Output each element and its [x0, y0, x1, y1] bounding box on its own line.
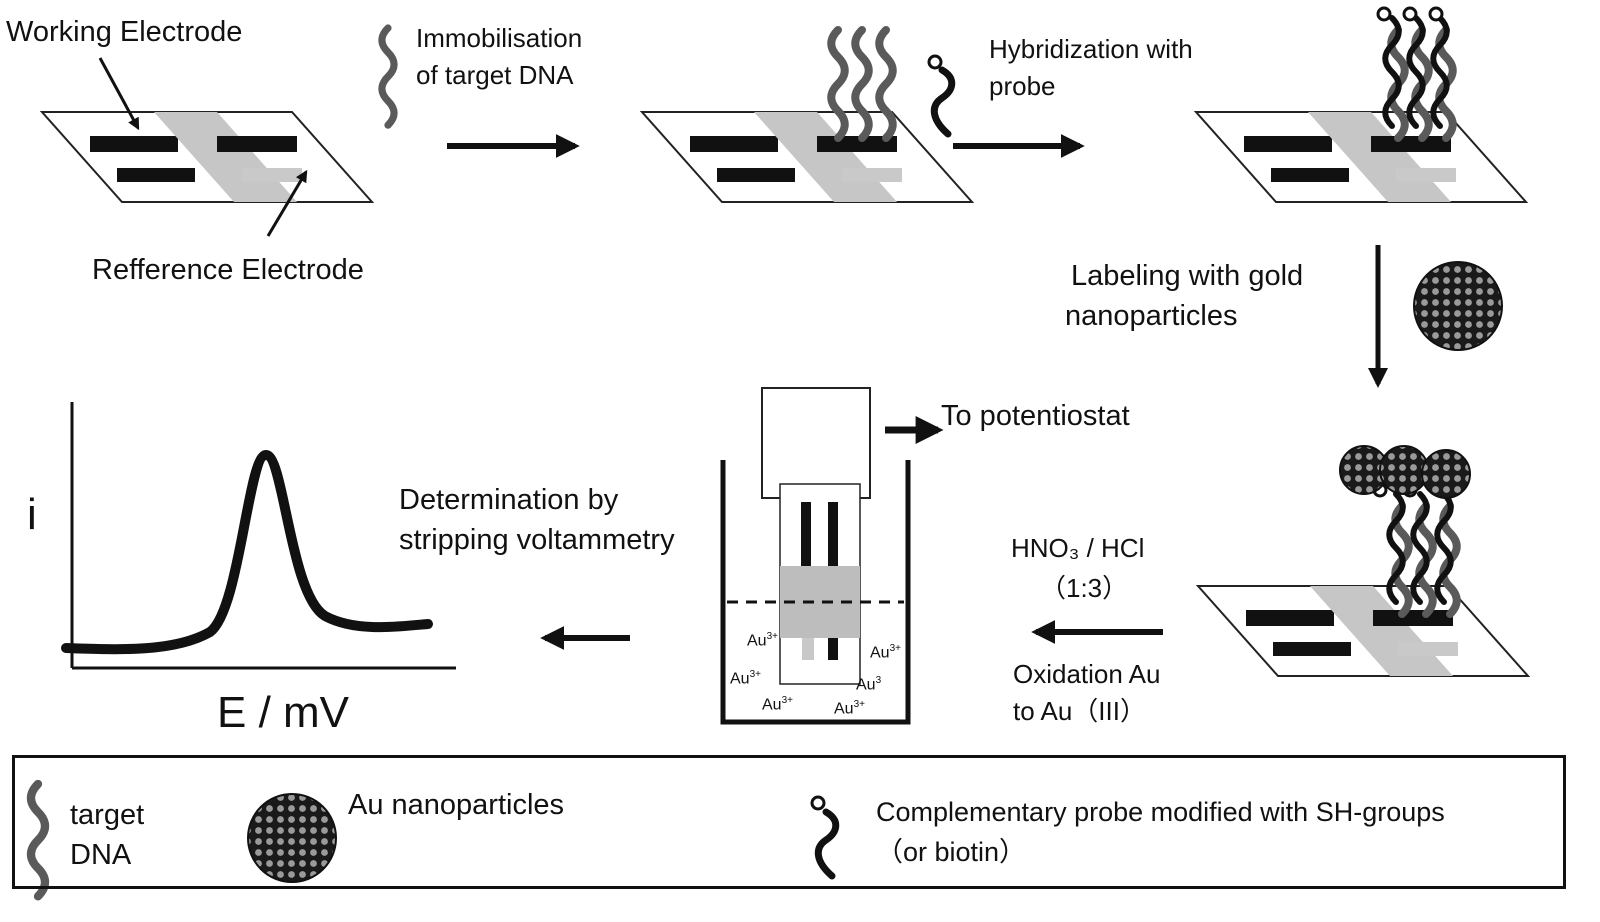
electrode-chip-bare [41, 111, 373, 203]
plot-x-label: E / mV [217, 688, 350, 737]
au-ion-label: Au3+ [870, 643, 901, 662]
electrochemical-cell [720, 387, 911, 725]
reference-electrode-label: Refference Electrode [92, 254, 364, 286]
legend-au-nanoparticles-label: Au nanoparticles [348, 789, 565, 821]
legend-probe-label-line2: （or biotin） [876, 837, 1027, 867]
au-ion-label: Au3 [856, 675, 882, 694]
au-ion-label: Au3+ [762, 695, 793, 714]
immobilisation-label-line1: Immobilisation [416, 23, 583, 53]
target-dna-icon [382, 28, 394, 125]
legend-target-dna-label-line2: DNA [70, 839, 132, 871]
legend-probe-icon [810, 795, 840, 880]
plot-peak-curve [61, 449, 433, 655]
labeling-label-line2: nanoparticles [1065, 300, 1238, 332]
plot-y-label: i [27, 490, 37, 539]
electrode-chip-hybridized [1195, 6, 1527, 203]
to-potentiostat-label: To potentiostat [941, 400, 1130, 432]
probe-icon [927, 54, 956, 138]
electrode-chip-with-target-dna [641, 30, 973, 203]
determination-label-line2: stripping voltammetry [399, 524, 675, 556]
legend-au-nanoparticle-icon [247, 793, 337, 883]
au-ion-label: Au3+ [834, 699, 865, 718]
legend-target-dna-label-line1: target [70, 799, 145, 831]
working-electrode-label: Working Electrode [6, 16, 243, 48]
hybridization-label-line1: Hybridization with [989, 34, 1193, 64]
acid-label-line1: HNO₃ / HCl [1011, 533, 1145, 563]
working-electrode-pointer [98, 57, 140, 131]
hybridization-label-line2: probe [989, 71, 1056, 101]
legend-probe-label-line1: Complementary probe modified with SH-gro… [876, 797, 1445, 827]
immobilisation-label-line2: of target DNA [416, 60, 574, 90]
gold-nanoparticle-icon [1413, 261, 1503, 351]
oxidation-label-line1: Oxidation Au [1013, 659, 1161, 689]
determination-label-line1: Determination by [399, 484, 619, 516]
au-ion-label: Au3+ [747, 631, 778, 650]
acid-label-line2: （1:3） [1040, 573, 1129, 603]
reference-electrode-pointer [266, 169, 308, 237]
stripping-voltammogram [61, 402, 456, 670]
oxidation-label-line2: to Au（III） [1013, 696, 1146, 726]
electrode-chip-labeled [1197, 445, 1529, 677]
legend-box [12, 755, 1566, 889]
au-ion-label: Au3+ [730, 669, 761, 688]
labeling-label-line1: Labeling with gold [1071, 260, 1304, 292]
